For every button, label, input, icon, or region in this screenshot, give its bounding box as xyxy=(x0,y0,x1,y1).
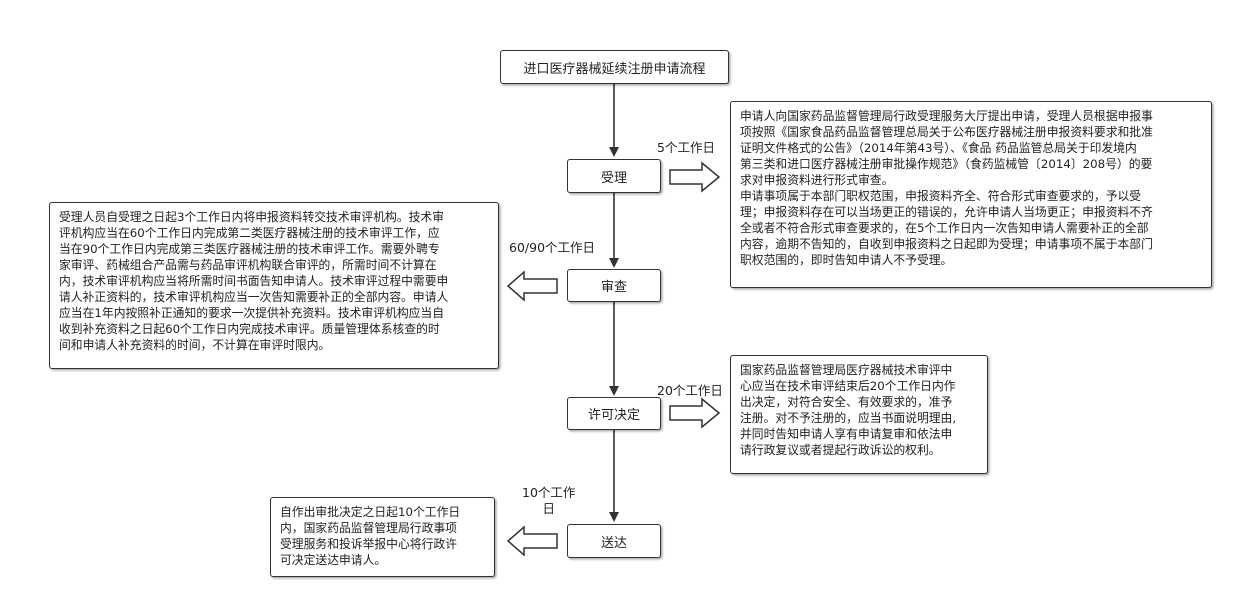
note-deliver: 自作出审批决定之日起10个工作日 内，国家药品监督管理局行政事项 受理服务和投诉… xyxy=(270,497,495,577)
flow-title-node: 进口医疗器械延续注册申请流程 xyxy=(500,50,729,84)
note-review: 受理人员自受理之日起3个工作日内将申报资料转交技术审评机构。技术审 评机构应当在… xyxy=(49,202,499,369)
duration-review-label: 60/90个工作日 xyxy=(509,240,596,255)
step-decision-label: 许可决定 xyxy=(587,408,640,423)
step-decision-node: 许可决定 xyxy=(567,397,661,430)
step-accept-label: 受理 xyxy=(600,170,627,186)
flow-title-text: 进口医疗器械延续注册申请流程 xyxy=(523,61,706,77)
step-review-label: 审查 xyxy=(600,280,627,295)
step-deliver-node: 送达 xyxy=(567,524,661,558)
note-accept: 申请人向国家药品监督管理局行政受理服务大厅提出申请，受理人员根据申报事 项按照《… xyxy=(730,101,1212,288)
block-arrow-review-note xyxy=(506,270,558,302)
duration-decision-label: 20个工作日 xyxy=(657,383,723,398)
block-arrow-decision-note xyxy=(669,397,721,429)
block-arrow-deliver-note xyxy=(506,525,558,557)
note-decision: 国家药品监督管理局医疗器械技术审评中 心应当在技术审评结束后20个工作日内作 出… xyxy=(730,355,988,474)
duration-deliver-label: 10个工作 日 xyxy=(522,485,576,516)
step-deliver-label: 送达 xyxy=(600,535,627,551)
step-accept-node: 受理 xyxy=(567,159,661,193)
step-review-node: 审查 xyxy=(567,269,661,302)
block-arrow-accept-note xyxy=(669,161,721,193)
duration-accept-label: 5个工作日 xyxy=(657,140,715,155)
